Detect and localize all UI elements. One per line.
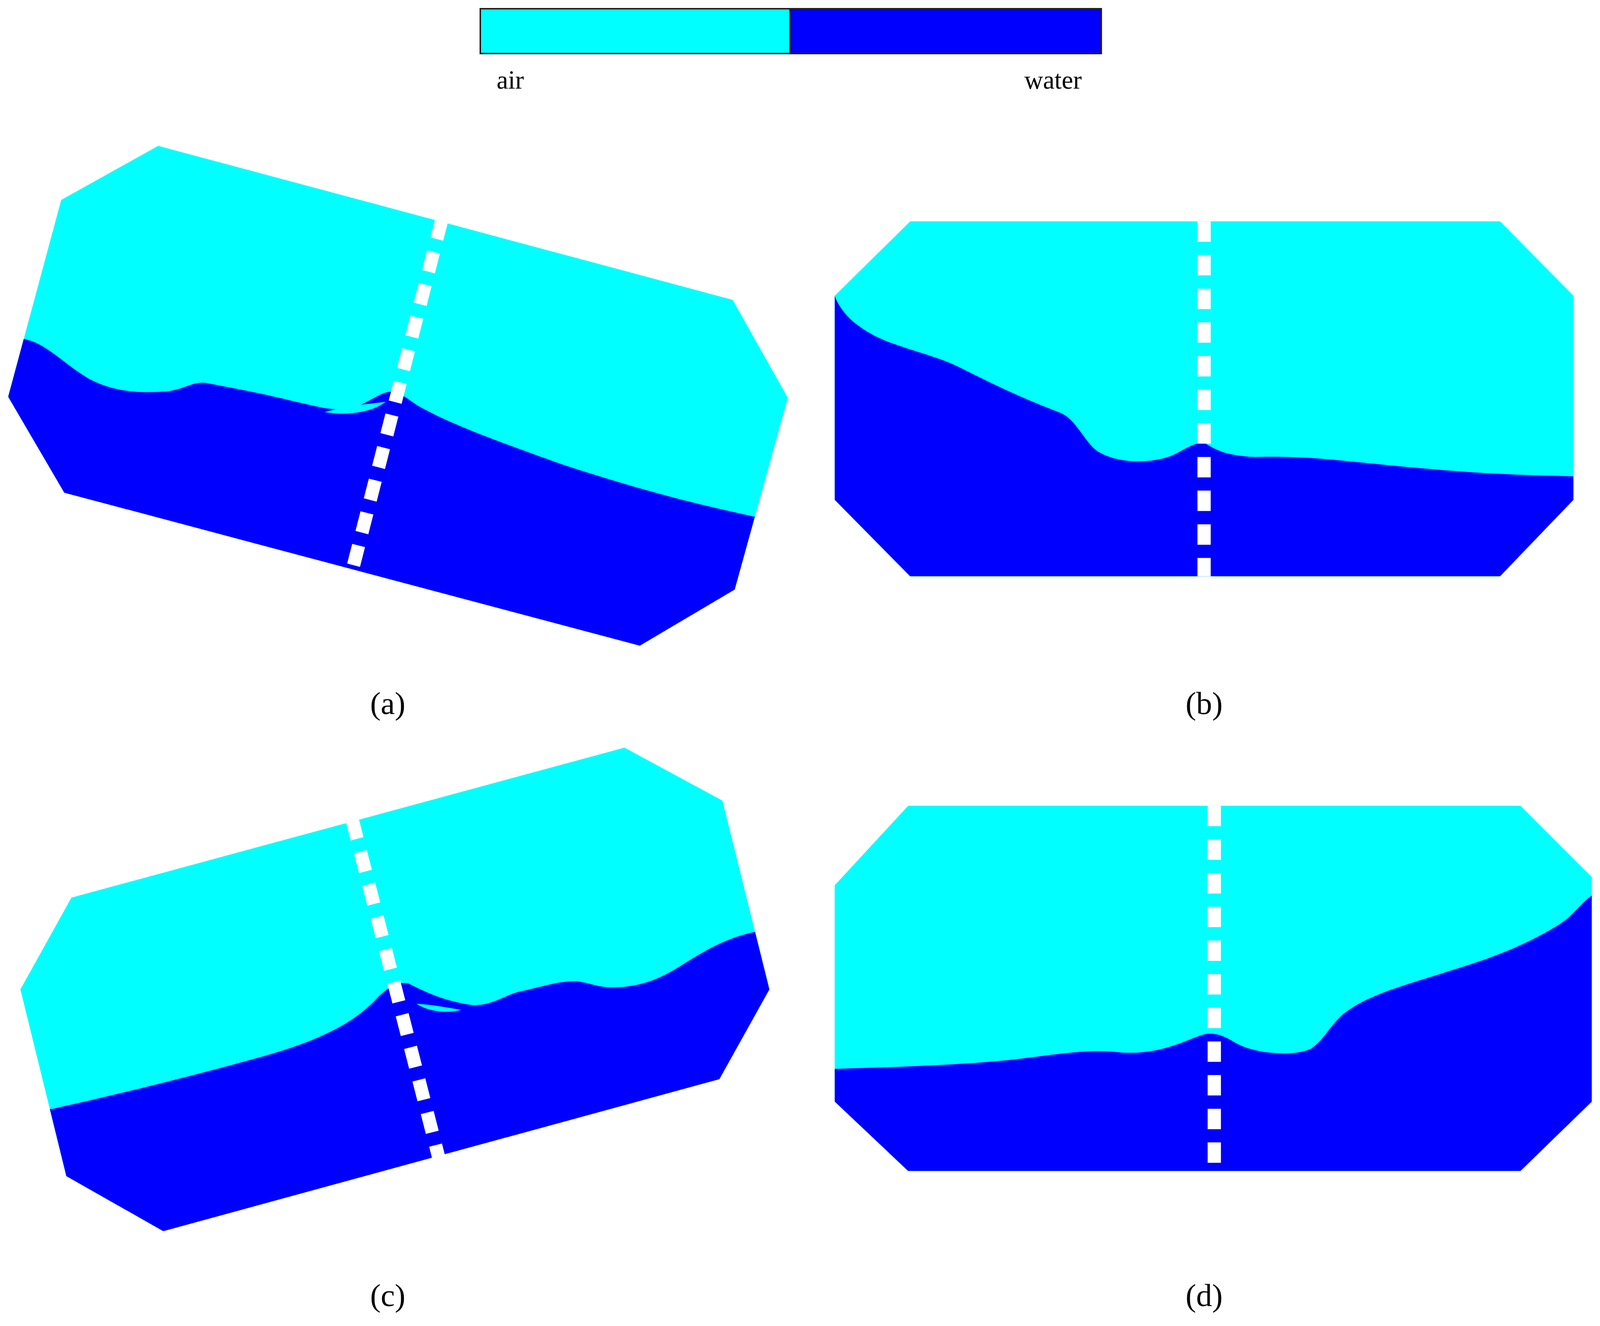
- panel-label: (c): [369, 1277, 406, 1315]
- legend-swatch: [790, 7, 1103, 54]
- legend-label: water: [1024, 64, 1082, 95]
- air-pocket: [416, 1003, 462, 1012]
- baffle-line: [352, 819, 439, 1158]
- panel-label: (d): [1185, 1277, 1224, 1315]
- water-region: [0, 336, 817, 715]
- panel-label: (a): [369, 685, 406, 723]
- legend-swatch: [479, 7, 791, 54]
- tank-a: [0, 145, 817, 715]
- baffle-line: [1207, 805, 1222, 1171]
- baffle-line: [1197, 221, 1212, 577]
- tank-b: [826, 221, 1582, 613]
- tank-c: [0, 747, 776, 1276]
- panel-label: (b): [1185, 685, 1224, 723]
- tank-d: [826, 805, 1600, 1225]
- air-pocket: [324, 401, 386, 414]
- legend-label: air: [496, 64, 524, 95]
- baffle-line: [352, 219, 442, 572]
- water-region: [0, 928, 776, 1275]
